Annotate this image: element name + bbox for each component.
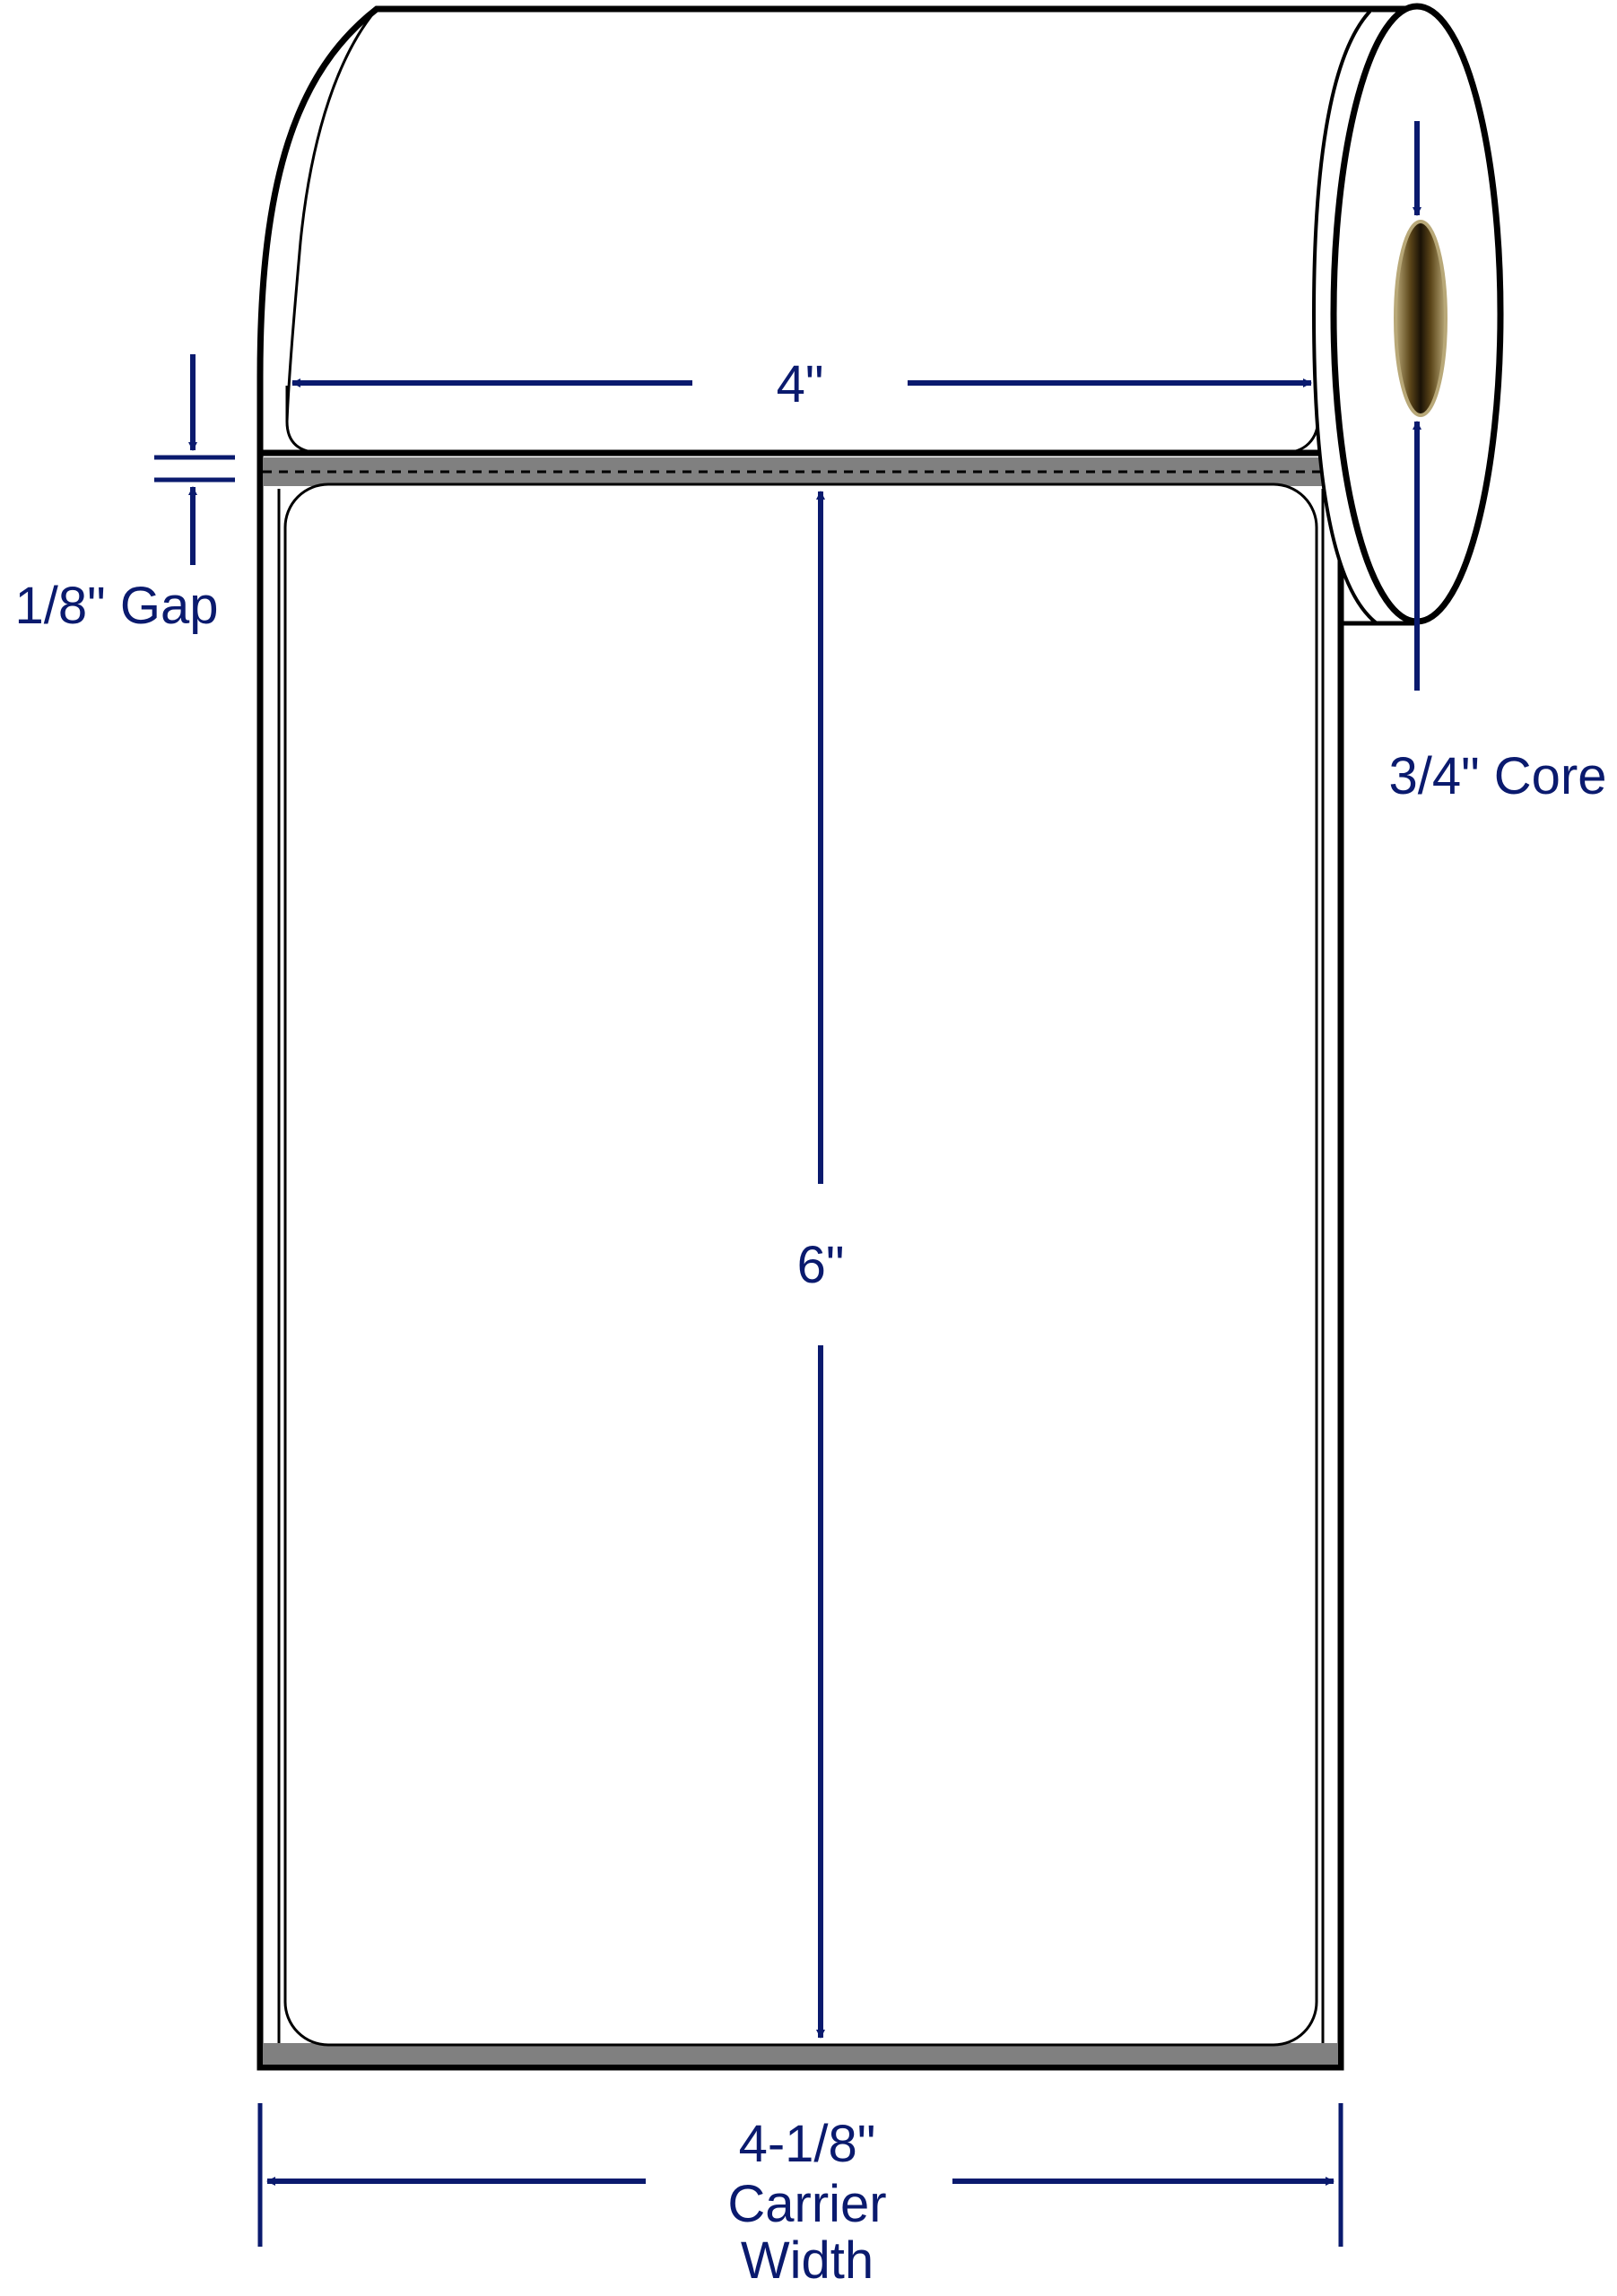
carrier-text-line2: Carrier <box>727 2175 886 2233</box>
label-height-text: 6" <box>797 1236 845 1294</box>
dim-label-height: 6" <box>797 491 845 2039</box>
roll-body <box>256 5 1408 457</box>
carrier-text-line1: 4-1/8" <box>739 2115 876 2173</box>
carrier-text-line3: Width <box>741 2231 874 2290</box>
roll-end <box>1311 3 1504 626</box>
core-hole <box>1394 220 1447 417</box>
gap-text: 1/8" Gap <box>15 577 219 635</box>
bottom-gap-band <box>263 2043 1338 2065</box>
roll-outer-outline <box>256 5 1408 457</box>
roll-inner-edge <box>285 8 378 422</box>
label-width-text: 4" <box>777 355 824 413</box>
core-text: 3/4" Core <box>1388 747 1606 805</box>
dim-carrier-width: 4-1/8" Carrier Width <box>257 2103 1343 2290</box>
dim-gap: 1/8" Gap <box>15 354 235 635</box>
dim-core: 3/4" Core <box>1388 121 1607 805</box>
dim-label-width: 4" <box>291 355 1312 413</box>
main-label <box>283 483 1318 2047</box>
